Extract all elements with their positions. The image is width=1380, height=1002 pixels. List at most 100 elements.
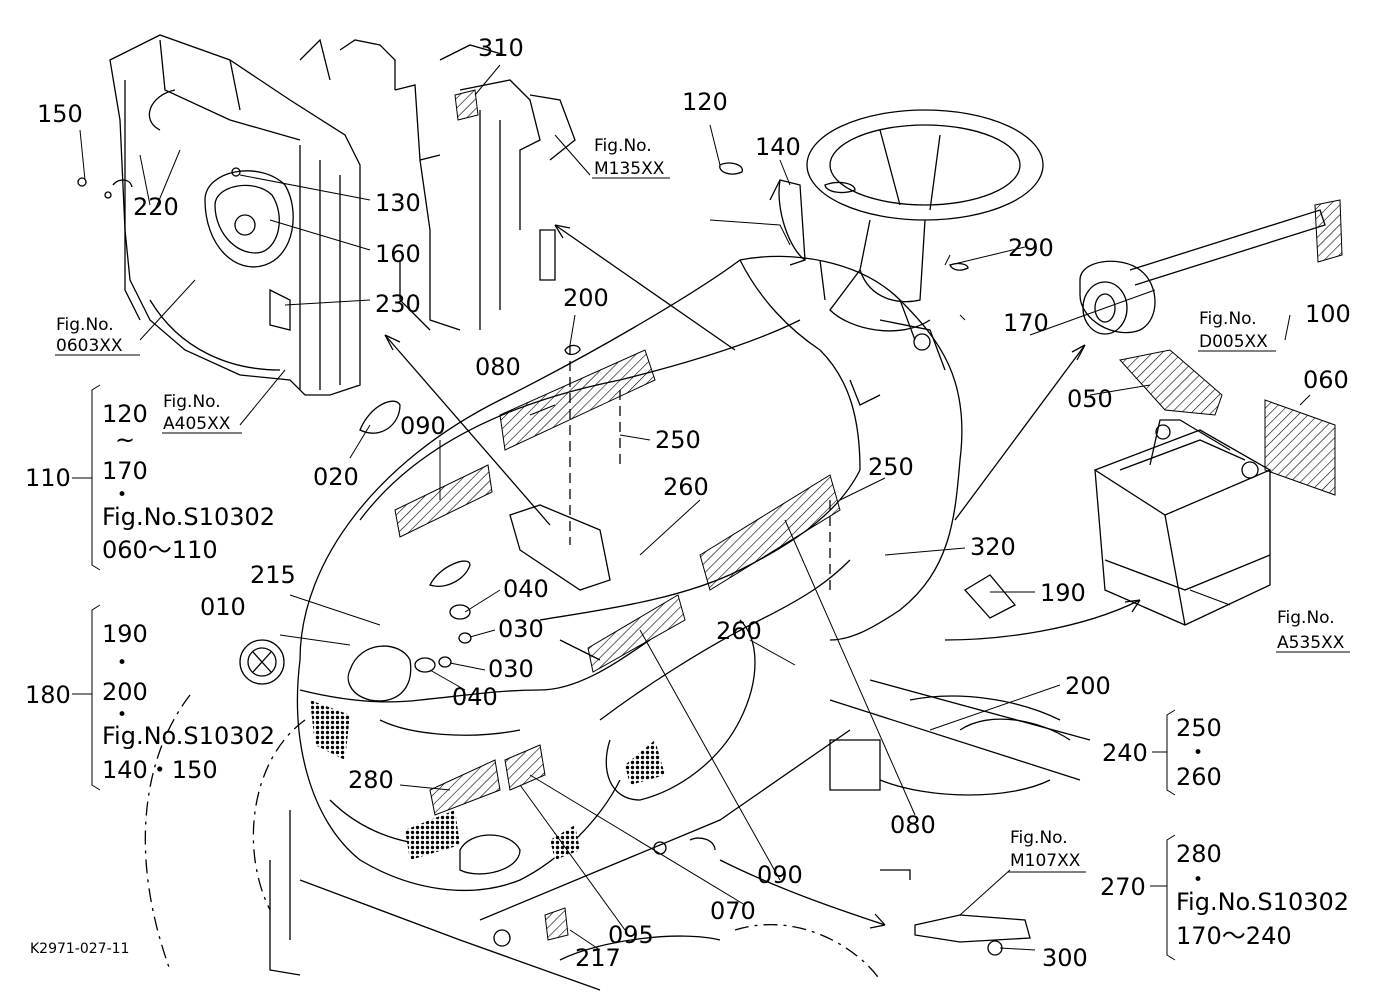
callout-217: 217 bbox=[575, 944, 621, 972]
callout-170: 170 bbox=[1003, 309, 1049, 337]
callout-020: 020 bbox=[313, 463, 359, 491]
line-art bbox=[55, 34, 1350, 991]
frame-drawing bbox=[299, 38, 576, 331]
chassis-drawing bbox=[269, 679, 1091, 991]
leader-lines bbox=[79, 64, 1311, 951]
callout-250-center: 250 bbox=[655, 426, 701, 454]
callout-150: 150 bbox=[37, 100, 83, 128]
group-240-item: 260 bbox=[1176, 763, 1222, 791]
callout-090-left: 090 bbox=[400, 412, 446, 440]
grille-mesh-side bbox=[625, 740, 665, 785]
callout-220: 220 bbox=[133, 193, 179, 221]
fig-ref-M135XX: Fig.No. M135XX bbox=[594, 136, 665, 179]
group-240-separator: • bbox=[1193, 743, 1203, 763]
decal-280 bbox=[429, 759, 501, 816]
callout-100: 100 bbox=[1305, 300, 1351, 328]
group-270-list: 280 • Fig.No.S10302 170～240 bbox=[1176, 840, 1349, 950]
decal-090-left bbox=[394, 464, 493, 538]
decal-100 bbox=[1314, 199, 1343, 263]
group-180-item: 190 bbox=[102, 620, 148, 648]
callout-110: 110 bbox=[25, 464, 71, 492]
radiator-shroud-drawing bbox=[109, 34, 361, 396]
fig-ref-code: M107XX bbox=[1010, 851, 1081, 871]
hood-drawing bbox=[296, 255, 963, 892]
callout-030-lower: 030 bbox=[488, 655, 534, 683]
decal-080-right bbox=[699, 474, 841, 591]
fig-ref-title: Fig.No. bbox=[1199, 309, 1257, 329]
steering-wheel-drawing bbox=[769, 109, 1044, 406]
callout-300: 300 bbox=[1042, 944, 1088, 972]
grille-mesh-lower bbox=[550, 825, 580, 860]
callout-240: 240 bbox=[1102, 739, 1148, 767]
fig-ref-code: D005XX bbox=[1199, 332, 1268, 352]
callout-040-upper: 040 bbox=[503, 575, 549, 603]
callout-160: 160 bbox=[375, 240, 421, 268]
fig-ref-title: Fig.No. bbox=[1277, 608, 1335, 628]
group-110-list: 120 ~ 170 • Fig.No.S10302 060～110 bbox=[102, 400, 275, 564]
callout-260-lower: 260 bbox=[716, 617, 762, 645]
fig-ref-code: 0603XX bbox=[56, 336, 123, 356]
group-270-separator: • bbox=[1193, 870, 1203, 890]
callout-095: 095 bbox=[608, 921, 654, 949]
decal-310 bbox=[454, 89, 479, 121]
fig-ref-code: A405XX bbox=[163, 414, 231, 434]
callout-080-top: 080 bbox=[475, 353, 521, 381]
fig-ref-title: Fig.No. bbox=[594, 136, 652, 156]
grille-mesh-left bbox=[310, 700, 350, 760]
callout-010: 010 bbox=[200, 593, 246, 621]
group-110-figref: Fig.No.S10302 bbox=[102, 503, 275, 531]
fig-ref-M107XX: Fig.No. M107XX bbox=[1010, 828, 1081, 871]
callout-250-right: 250 bbox=[868, 453, 914, 481]
callout-040-lower: 040 bbox=[452, 683, 498, 711]
callout-080-lower: 080 bbox=[890, 811, 936, 839]
group-270-figref: Fig.No.S10302 bbox=[1176, 888, 1349, 916]
group-270-range: 170～240 bbox=[1176, 922, 1292, 950]
fig-ref-title: Fig.No. bbox=[56, 315, 114, 335]
battery-drawing bbox=[1093, 419, 1272, 626]
diagram-id: K2971-027-11 bbox=[30, 941, 129, 957]
callout-120: 120 bbox=[682, 88, 728, 116]
fig-ref-0603XX: Fig.No. 0603XX bbox=[56, 315, 123, 356]
callout-280: 280 bbox=[348, 766, 394, 794]
callout-260-center: 260 bbox=[663, 473, 709, 501]
group-110-range: 060～110 bbox=[102, 536, 218, 564]
callout-060: 060 bbox=[1303, 366, 1349, 394]
callout-200-top: 200 bbox=[563, 284, 609, 312]
group-240-list: 250 • 260 bbox=[1176, 714, 1222, 791]
decal-080-upper bbox=[499, 349, 656, 451]
group-240-item: 250 bbox=[1176, 714, 1222, 742]
group-180-range: 140・150 bbox=[102, 756, 218, 784]
decal-217 bbox=[544, 907, 569, 941]
callout-320: 320 bbox=[970, 533, 1016, 561]
decal-060 bbox=[1264, 399, 1336, 496]
fig-ref-title: Fig.No. bbox=[1010, 828, 1068, 848]
group-270-item: 280 bbox=[1176, 840, 1222, 868]
callout-030-upper: 030 bbox=[498, 615, 544, 643]
decal-095 bbox=[504, 744, 546, 791]
callout-070: 070 bbox=[710, 897, 756, 925]
callout-labels: 310 120 140 150 220 130 160 230 200 290 … bbox=[25, 34, 1351, 972]
callout-140: 140 bbox=[755, 133, 801, 161]
callout-290: 290 bbox=[1008, 234, 1054, 262]
group-brackets bbox=[72, 384, 1176, 961]
group-110-item: 170 bbox=[102, 457, 148, 485]
group-180-separator: • bbox=[117, 653, 127, 673]
group-110-range-mark: ~ bbox=[115, 426, 135, 454]
fig-ref-A535XX: Fig.No. A535XX bbox=[1277, 608, 1345, 653]
callout-215: 215 bbox=[250, 561, 296, 589]
grille-mesh-bottom bbox=[405, 810, 460, 860]
fig-ref-code: A535XX bbox=[1277, 633, 1345, 653]
decal-050 bbox=[1119, 349, 1223, 416]
fig-ref-A405XX: Fig.No. A405XX bbox=[163, 392, 231, 434]
fig-ref-title: Fig.No. bbox=[163, 392, 221, 412]
decal-090-front bbox=[587, 594, 686, 673]
fig-ref-underlines bbox=[55, 177, 1350, 873]
small-parts-drawing bbox=[77, 162, 1031, 956]
callout-200-right: 200 bbox=[1065, 672, 1111, 700]
group-180-list: 190 • 200 • Fig.No.S10302 140・150 bbox=[102, 620, 275, 784]
group-180-item: 200 bbox=[102, 678, 148, 706]
callout-090-lower: 090 bbox=[757, 861, 803, 889]
fig-ref-code: M135XX bbox=[594, 159, 665, 179]
